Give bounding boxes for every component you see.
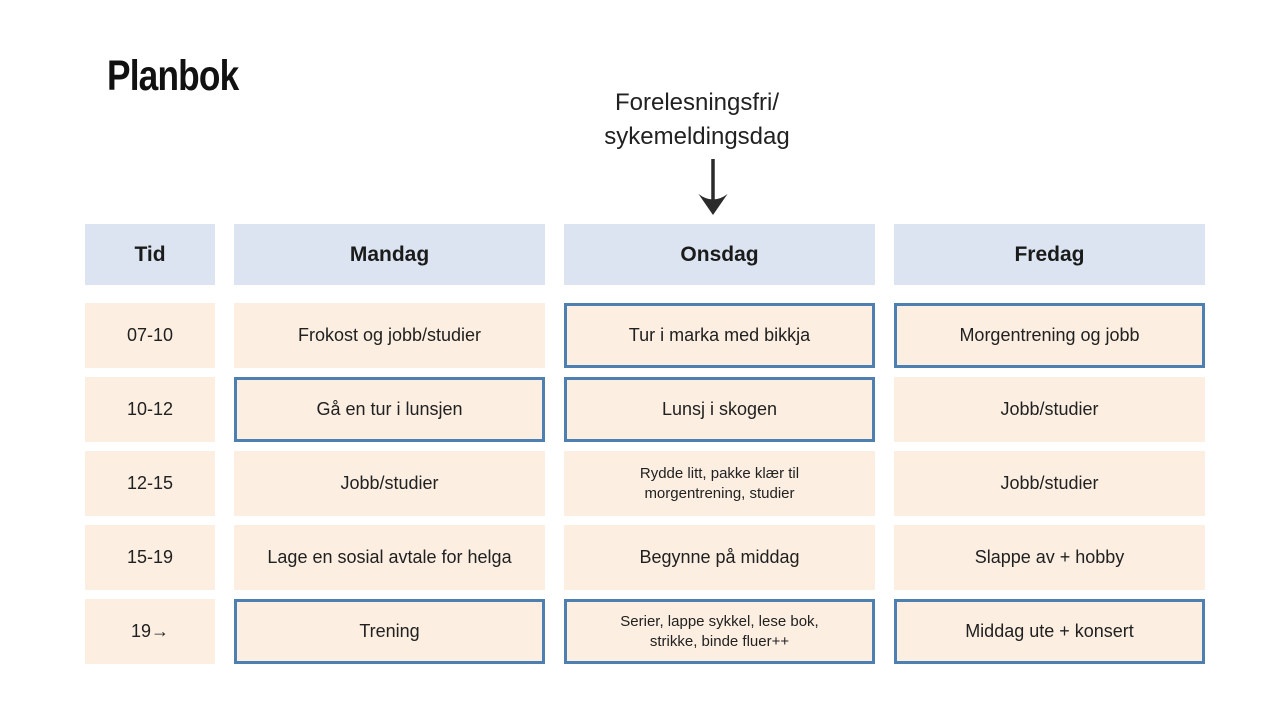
header-cell-fredag: Fredag bbox=[894, 224, 1205, 285]
time-cell: 10-12 bbox=[85, 377, 215, 442]
activity-cell: Rydde litt, pakke klær til morgentrening… bbox=[564, 451, 875, 516]
page-title: Planbok bbox=[107, 52, 239, 100]
time-cell: 12-15 bbox=[85, 451, 215, 516]
time-cell: 07-10 bbox=[85, 303, 215, 368]
activity-cell-highlighted: Morgentrening og jobb bbox=[894, 303, 1205, 368]
table-header-row: Tid Mandag Onsdag Fredag bbox=[85, 224, 1205, 285]
activity-cell: Begynne på middag bbox=[564, 525, 875, 590]
activity-cell: Jobb/studier bbox=[894, 377, 1205, 442]
time-cell: 19→ bbox=[85, 599, 215, 664]
activity-cell: Jobb/studier bbox=[894, 451, 1205, 516]
activity-cell-highlighted: Tur i marka med bikkja bbox=[564, 303, 875, 368]
down-arrow-icon bbox=[697, 158, 729, 216]
activity-cell-highlighted: Middag ute + konsert bbox=[894, 599, 1205, 664]
time-cell: 15-19 bbox=[85, 525, 215, 590]
header-cell-mandag: Mandag bbox=[234, 224, 545, 285]
header-cell-onsdag: Onsdag bbox=[564, 224, 875, 285]
activity-cell-highlighted: Lunsj i skogen bbox=[564, 377, 875, 442]
header-cell-tid: Tid bbox=[85, 224, 215, 285]
activity-cell: Frokost og jobb/studier bbox=[234, 303, 545, 368]
table-body: 07-10 Frokost og jobb/studier Tur i marka … bbox=[85, 303, 1205, 664]
activity-cell: Lage en sosial avtale for helga bbox=[234, 525, 545, 590]
activity-cell: Slappe av + hobby bbox=[894, 525, 1205, 590]
activity-cell-highlighted: Serier, lappe sykkel, lese bok, strikke,… bbox=[564, 599, 875, 664]
annotation-text: Forelesningsfri/ sykemeldingsdag bbox=[604, 89, 790, 150]
activity-cell-highlighted: Trening bbox=[234, 599, 545, 664]
activity-cell: Jobb/studier bbox=[234, 451, 545, 516]
activity-cell-highlighted: Gå en tur i lunsjen bbox=[234, 377, 545, 442]
